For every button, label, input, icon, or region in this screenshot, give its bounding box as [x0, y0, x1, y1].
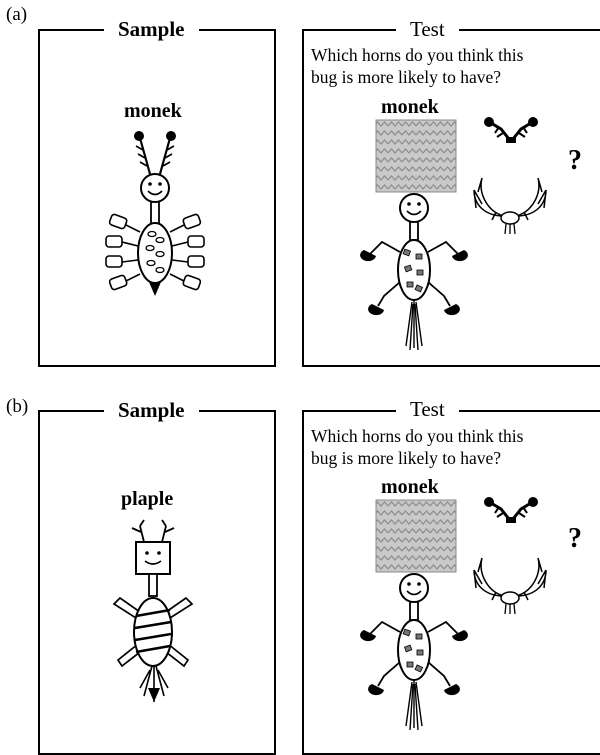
sample-bug-name: plaple — [121, 488, 173, 511]
sample-bug-plaple — [100, 520, 210, 710]
horn-option-long — [470, 552, 550, 616]
test-bug-horns-hidden — [360, 500, 470, 736]
test-title: Test — [396, 397, 459, 421]
test-bug-name: monek — [381, 476, 439, 499]
test-question-line1: Which horns do you think this — [311, 425, 523, 447]
sample-title: Sample — [104, 398, 199, 422]
question-mark: ? — [568, 523, 582, 555]
test-question-line2: bug is more likely to have? — [311, 447, 501, 469]
panel-label-b: (b) — [6, 396, 28, 418]
horn-option-short — [483, 495, 539, 525]
